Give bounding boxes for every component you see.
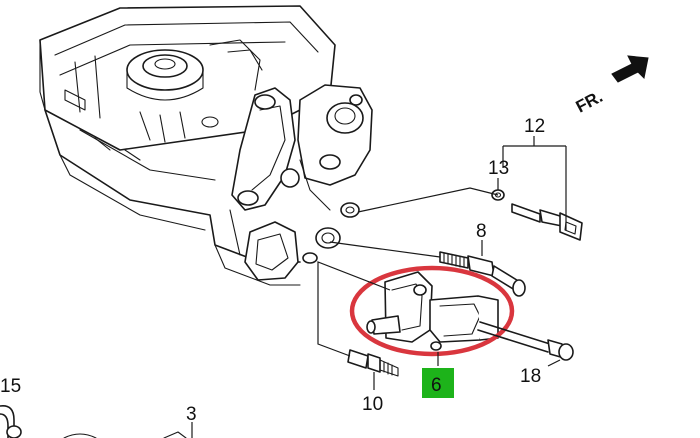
callout-12: 12: [524, 116, 545, 137]
water-outlet-flange-illustration: [244, 202, 360, 281]
sensor-assembly: [491, 189, 583, 241]
direction-label: FR.: [573, 87, 606, 117]
callout-8: 8: [476, 221, 487, 242]
arrow-right-icon: [611, 55, 649, 83]
callout-18: 18: [520, 366, 541, 387]
callout-3: 3: [186, 404, 197, 425]
front-direction-indicator: FR.: [573, 55, 649, 117]
callout-13: 13: [488, 158, 509, 179]
distributor-housing-illustration: [231, 84, 373, 211]
leader-lines: [317, 136, 567, 390]
callout-10: 10: [362, 394, 383, 415]
bolt-18: [477, 321, 574, 361]
stud-bolt-8: [439, 251, 526, 297]
callout-6: 6: [431, 375, 442, 396]
cylinder-head-illustration: [39, 5, 336, 286]
callout-15: 15: [0, 376, 21, 397]
highlight-ring: [349, 265, 515, 357]
bolt-10: [347, 349, 399, 377]
part-15-fragment: [0, 404, 22, 438]
idle-air-control-valve: [366, 271, 499, 351]
callout-6-highlight-box: [422, 368, 454, 398]
part-3-fragment: [63, 422, 193, 438]
